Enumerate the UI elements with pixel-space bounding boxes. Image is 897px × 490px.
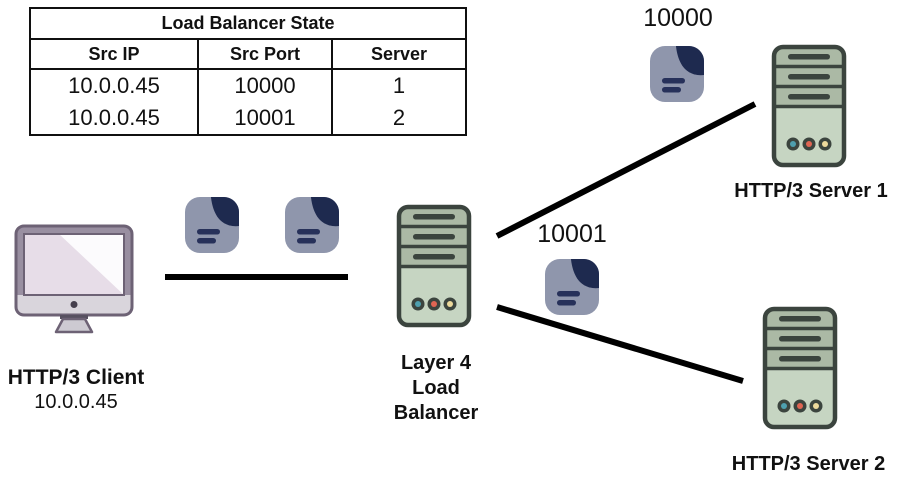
load-balancer-state-table: Load Balancer State Src IP Src Port Serv…: [29, 7, 467, 136]
table-column-src-port: 10000 10001: [199, 70, 333, 134]
server1-label: HTTP/3 Server 1: [734, 180, 888, 202]
client-computer-icon: [14, 224, 134, 334]
table-column-server: 1 2: [333, 70, 465, 134]
server2-icon: [762, 306, 838, 430]
table-cell: 10001: [234, 105, 296, 130]
table-cell: 10.0.0.45: [68, 73, 160, 98]
column-header-src-ip: Src IP: [31, 40, 199, 68]
link-load-balancer-to-server1: [495, 101, 757, 239]
src-port-10000-label: 10000: [643, 4, 713, 32]
packet-icon: [545, 259, 599, 315]
packet-icon: [285, 197, 339, 253]
packet-icon: [650, 46, 704, 102]
table-column-src-ip: 10.0.0.45 10.0.0.45: [31, 70, 199, 134]
packet-icon: [185, 197, 239, 253]
table-body: 10.0.0.45 10.0.0.45 10000 10001 1 2: [31, 70, 465, 134]
table-cell: 1: [392, 73, 406, 98]
server2-label: HTTP/3 Server 2: [731, 453, 886, 475]
table-title: Load Balancer State: [31, 9, 465, 40]
link-load-balancer-to-server2: [496, 304, 744, 384]
load-balancer-label: Layer 4 Load Balancer: [393, 352, 479, 424]
table-cell: 10.0.0.45: [68, 105, 160, 130]
column-header-src-port: Src Port: [199, 40, 333, 68]
server1-icon: [771, 44, 847, 168]
load-balancer-server-icon: [396, 204, 472, 328]
table-cell: 2: [392, 105, 406, 130]
table-cell: 10000: [234, 73, 296, 98]
column-header-server: Server: [370, 43, 428, 64]
src-port-10001-label: 10001: [537, 220, 607, 248]
client-label: HTTP/3 Client: [7, 366, 145, 389]
client-ip-label: 10.0.0.45: [34, 391, 118, 413]
table-header-row: Src IP Src Port Server: [31, 40, 465, 70]
